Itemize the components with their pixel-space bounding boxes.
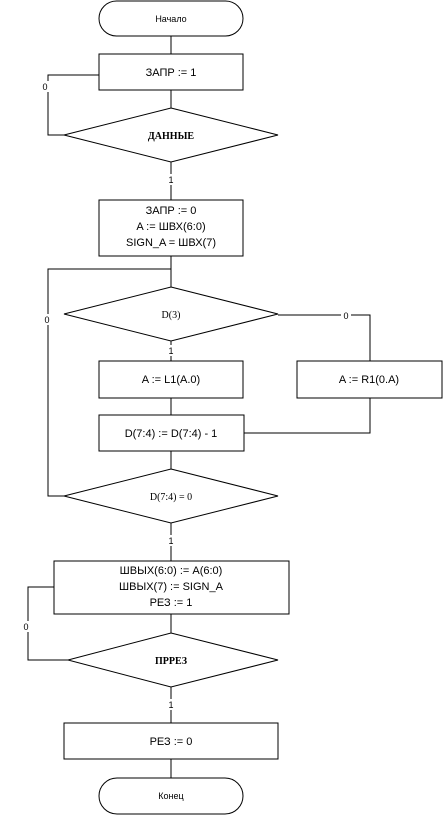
step-rez-reset-text: РЕЗ := 0 bbox=[150, 736, 193, 748]
step-zapr-set-text: ЗАПР := 1 bbox=[146, 67, 197, 79]
step-output-line-1: ШВЫХ(6:0) := A(6:0) bbox=[120, 565, 223, 577]
step-rez-reset: РЕЗ := 0 bbox=[63, 722, 279, 760]
step-decrement-text: D(7:4) := D(7:4) - 1 bbox=[125, 428, 218, 440]
branch-label-d74-yes: 1 bbox=[168, 536, 173, 546]
step-shift-right: A := R1(0.A) bbox=[296, 360, 443, 399]
branch-label-data-yes: 1 bbox=[168, 175, 173, 185]
label-mask bbox=[341, 310, 351, 321]
label-mask bbox=[166, 699, 176, 710]
step-output-line-3: РЕЗ := 1 bbox=[150, 597, 193, 609]
step-output: ШВЫХ(6:0) := A(6:0) ШВЫХ(7) := SIGN_A РЕ… bbox=[53, 560, 290, 615]
step-zapr-set: ЗАПР := 1 bbox=[98, 53, 244, 91]
step-init: ЗАПР := 0 A := ШВХ(6:0) SIGN_A = ШВХ(7) bbox=[98, 199, 244, 257]
step-init-line-2: A := ШВХ(6:0) bbox=[136, 221, 205, 233]
decision-d74: D(7:4) = 0 bbox=[63, 468, 279, 524]
decision-d3: D(3) bbox=[63, 286, 279, 342]
branch-line-d3-no bbox=[278, 314, 371, 361]
branch-label-d74-no: 0 bbox=[44, 315, 49, 325]
step-shift-left-text: A := L1(A.0) bbox=[142, 374, 200, 386]
branch-label-d3-no: 0 bbox=[343, 311, 348, 321]
start-label: Начало bbox=[155, 14, 186, 24]
step-shift-left: A := L1(A.0) bbox=[98, 360, 244, 399]
label-mask bbox=[166, 174, 176, 185]
label-mask bbox=[40, 81, 50, 92]
step-decrement: D(7:4) := D(7:4) - 1 bbox=[98, 414, 245, 452]
step-shift-right-text: A := R1(0.A) bbox=[339, 374, 399, 386]
decision-prrez-text: ПРРЕЗ bbox=[155, 656, 187, 667]
end-label: Конец bbox=[158, 791, 183, 801]
merge-line-right bbox=[244, 398, 371, 434]
loop-line-data bbox=[47, 74, 99, 136]
label-mask bbox=[21, 621, 31, 632]
step-output-line-2: ШВЫХ(7) := SIGN_A bbox=[119, 581, 224, 593]
label-mask bbox=[42, 314, 52, 325]
loop-line-d74 bbox=[47, 268, 171, 497]
decision-d3-text: D(3) bbox=[162, 310, 181, 321]
decision-d74-text: D(7:4) = 0 bbox=[150, 492, 192, 503]
start-terminal: Начало bbox=[98, 0, 244, 37]
label-mask bbox=[166, 345, 176, 356]
branch-label-prrez-yes: 1 bbox=[168, 700, 173, 710]
step-init-line-1: ЗАПР := 0 bbox=[146, 205, 197, 217]
step-init-line-3: SIGN_A = ШВХ(7) bbox=[126, 237, 216, 249]
branch-label-d3-yes: 1 bbox=[168, 346, 173, 356]
branch-label-prrez-no: 0 bbox=[23, 622, 28, 632]
branch-labels: 0 1 1 0 0 1 0 1 bbox=[21, 81, 351, 710]
decision-prrez: ПРРЕЗ bbox=[66, 632, 279, 688]
decision-data-text: ДАННЫЕ bbox=[148, 131, 194, 142]
label-mask bbox=[166, 535, 176, 546]
decision-data: ДАННЫЕ bbox=[63, 107, 279, 163]
branch-label-data-no: 0 bbox=[42, 82, 47, 92]
end-terminal: Конец bbox=[98, 777, 244, 815]
